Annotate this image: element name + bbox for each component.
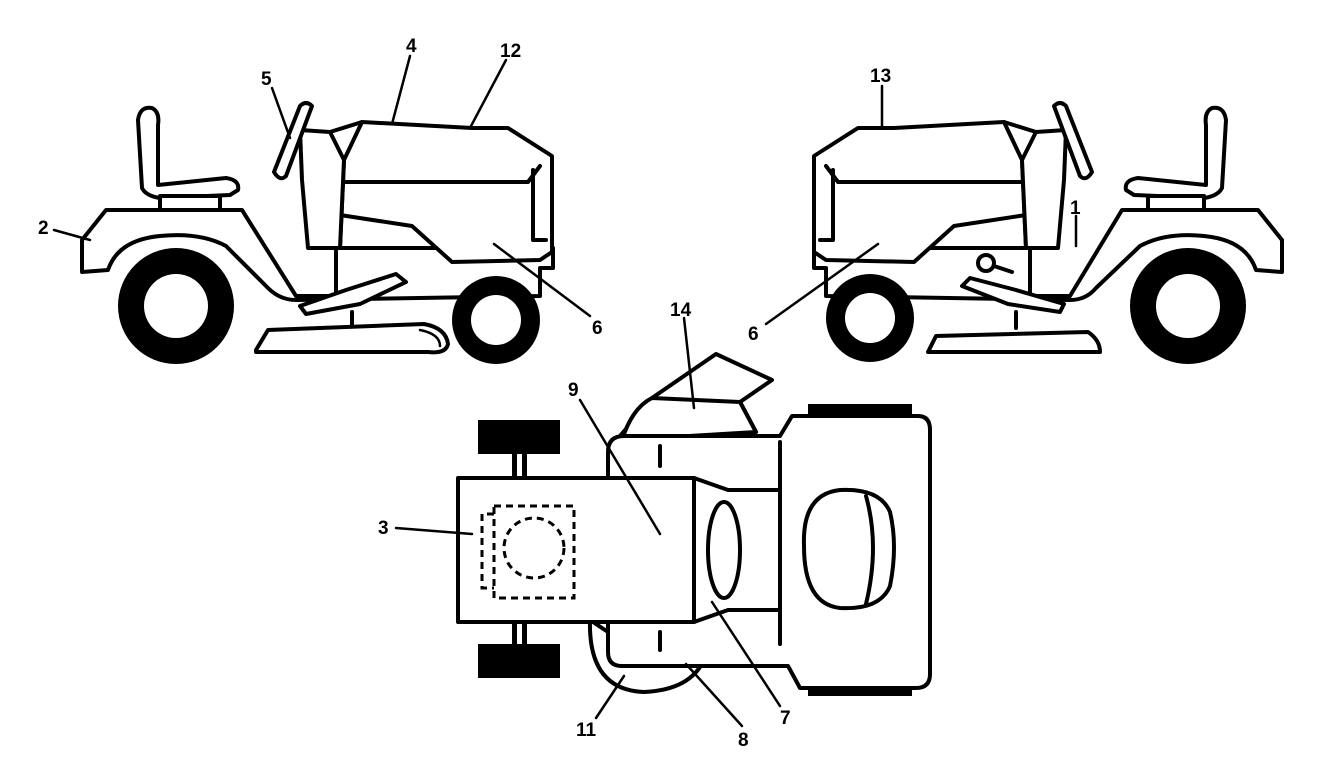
axle-lower-b	[522, 622, 527, 644]
hood-top	[456, 476, 696, 624]
callout-labels: 1 2 3 4 5 6 6 7 8 9 11 12 13 14	[38, 36, 1081, 751]
callout-6-right: 6	[748, 324, 759, 345]
callout-11: 11	[576, 720, 597, 741]
callout-13: 13	[870, 66, 891, 87]
leader-2	[52, 228, 92, 242]
leader-14	[682, 316, 696, 410]
seat-post	[158, 194, 222, 212]
leader-7	[710, 600, 782, 708]
seat-back-r	[1123, 105, 1228, 200]
hood-r	[812, 120, 1038, 264]
rear-fender	[80, 208, 555, 302]
rear-rim	[144, 274, 208, 338]
deck-chute	[418, 328, 442, 348]
hood-grille	[531, 168, 548, 242]
dash-column-r	[1020, 128, 1068, 250]
front-rim	[471, 295, 521, 345]
steering-wheel-r	[1052, 101, 1094, 181]
leader-12	[468, 58, 508, 130]
deck-top-upper	[620, 396, 758, 442]
seat-back	[136, 105, 241, 200]
dash-column	[298, 128, 346, 250]
seat-top	[801, 487, 896, 611]
foot-pedal	[298, 272, 408, 316]
leader-8	[684, 662, 744, 728]
tractor-left-side-view	[80, 101, 555, 364]
hood-line-r	[824, 164, 1028, 184]
rear-fender-r	[812, 208, 1284, 302]
leader-lines	[52, 54, 1078, 728]
seat-post-r	[1146, 194, 1206, 212]
callout-14: 14	[670, 300, 692, 321]
foot-pedal-r	[960, 276, 1066, 314]
front-rim-r	[845, 293, 895, 343]
callout-2: 2	[38, 218, 49, 239]
callout-8: 8	[738, 730, 749, 751]
callout-6-left: 6	[592, 318, 603, 339]
lift-lever	[992, 264, 1014, 274]
axle-upper-b	[522, 454, 527, 478]
engine-outline	[492, 504, 576, 600]
engine-filter	[480, 512, 494, 590]
steering-wheel	[272, 101, 314, 181]
hood-grille-r	[818, 168, 835, 242]
callout-5: 5	[261, 69, 272, 90]
mower-deck	[254, 322, 450, 355]
tractor-right-side-view	[812, 101, 1284, 364]
front-tire-top-lower	[478, 644, 560, 678]
lift-knob	[976, 253, 996, 273]
steering-wheel-top	[706, 500, 742, 600]
callout-4: 4	[406, 36, 417, 57]
callout-12: 12	[500, 41, 521, 62]
mower-deck-r	[926, 330, 1102, 354]
leader-11	[594, 674, 626, 720]
rear-rim-r	[1156, 274, 1220, 338]
callout-3: 3	[378, 518, 389, 539]
callout-7: 7	[780, 708, 791, 729]
hood	[328, 120, 554, 264]
front-tire-top-upper	[478, 420, 560, 454]
seat-top-roll	[864, 494, 875, 606]
leader-6a	[492, 242, 592, 318]
leader-9	[578, 398, 662, 536]
leader-6b	[764, 242, 880, 326]
callout-1: 1	[1070, 198, 1081, 219]
leader-4	[390, 54, 412, 126]
tractor-top-view	[456, 352, 932, 696]
leader-5	[270, 86, 292, 140]
leader-3	[394, 526, 474, 536]
callout-9: 9	[568, 380, 579, 401]
engine-circle	[502, 516, 566, 580]
hood-line	[338, 164, 542, 184]
axle-lower-a	[512, 622, 517, 644]
axle-upper-a	[512, 454, 517, 478]
